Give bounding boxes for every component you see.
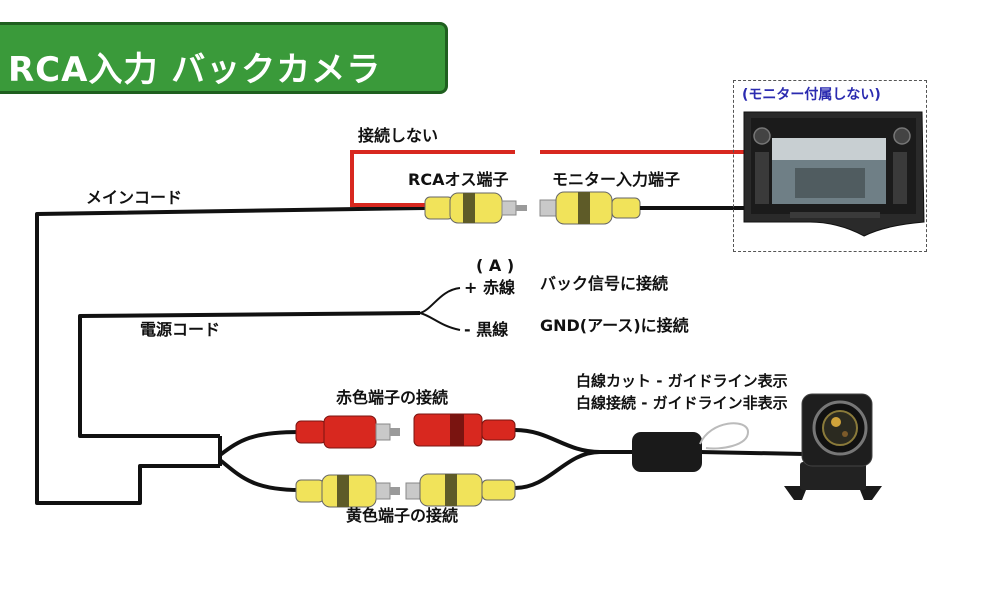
not-connected-label: 接続しない [358,126,439,145]
monitor-note-box [733,80,927,252]
title-banner: RCA入力 バックカメラ [0,22,448,94]
a-marker-label: ( A ) [476,256,515,275]
yellow-connection-label: 黄色端子の接続 [346,506,459,525]
monitor-input-label: モニター入力端子 [552,170,681,189]
red-connection-label: 赤色端子の接続 [336,388,449,407]
main-cord-label: メインコード [86,188,183,207]
power-cord-wire [78,311,421,438]
monitor-caption: (モニター付属しない) [742,87,881,103]
power-cord-fork [419,287,461,331]
camera-tail-wire [699,450,806,456]
main-cord-wire [35,206,426,505]
white-wire-loop [699,422,750,450]
unconnected-red-wire [350,150,515,207]
red-wire-desc: バック信号に接続 [540,274,669,293]
car-head-unit-icon [743,111,925,237]
red-branch-wire [218,430,301,457]
rca-male-label: RCAオス端子 [408,170,509,189]
red-rca-plug-left [295,415,400,449]
yellow-rca-plug-right [405,473,516,507]
yellow-branch-wire [218,458,301,492]
power-cord-label: 電源コード [140,320,221,339]
guideline-module [632,432,702,472]
red-wire-label: + 赤線 [464,278,515,297]
banner-title: RCA入力 バックカメラ [8,50,382,90]
rca-male-plug [424,192,527,224]
monitor-input-plug [539,191,641,225]
red-rca-plug-right [413,413,516,447]
white-connect-label: 白線接続 - ガイドライン非表示 [576,394,788,412]
white-cut-label: 白線カット - ガイドライン表示 [576,372,788,390]
yellow-rca-plug-left [295,474,400,508]
red-branch-wire-right [514,428,601,454]
black-wire-desc: GND(アース)に接続 [540,316,689,335]
black-wire-label: - 黒線 [464,320,509,339]
backup-camera-icon [784,393,882,500]
yellow-branch-wire-right [514,450,601,490]
